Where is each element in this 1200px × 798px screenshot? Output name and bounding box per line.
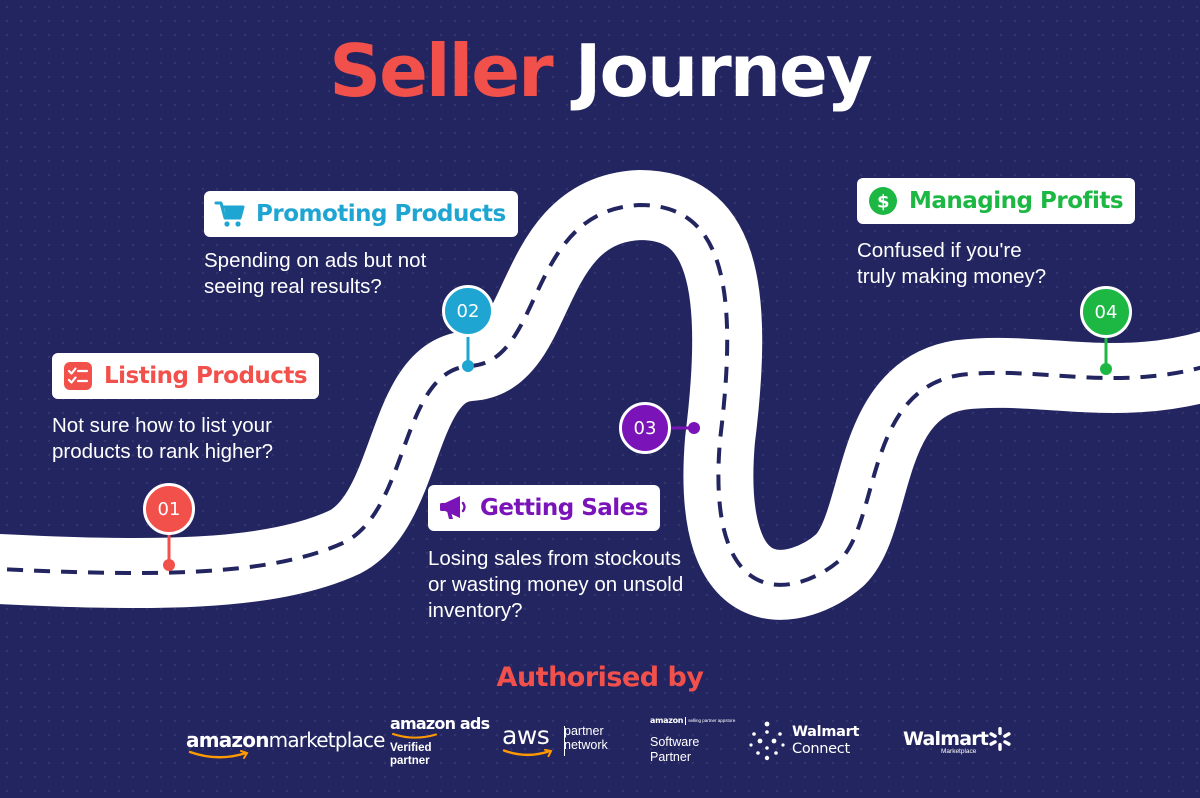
stage-03-desc-line-2: or wasting money on unsold <box>428 573 684 596</box>
walmart-marketplace-sub: Marketplace <box>941 748 977 755</box>
stage-02-label: Promoting Products <box>204 191 518 237</box>
stage-03-desc-line-3: inventory? <box>428 599 523 622</box>
amazon-marketplace-logo-text: marketplace <box>268 728 386 752</box>
stage-02-description: Spending on ads but not seeing real resu… <box>204 248 426 300</box>
stage-04-label: $ Managing Profits <box>857 178 1136 224</box>
amazon-smile-icon <box>188 750 249 759</box>
amazon-spn-tag: selling partner appstore <box>688 718 736 723</box>
walmart-connect-brand: Walmart <box>792 724 860 740</box>
stage-03-number: 03 <box>619 402 671 454</box>
aws-partner-network-logo: aws partner network <box>502 721 608 758</box>
checklist-icon <box>62 360 94 392</box>
stage-04-description: Confused if you're truly making money? <box>857 238 1046 290</box>
aws-logo-brand: aws <box>502 721 550 750</box>
amazon-marketplace-logo-brand: amazon <box>186 728 269 752</box>
pin-04-dot <box>1100 363 1112 375</box>
aws-smile-icon <box>502 749 553 758</box>
svg-text:$: $ <box>877 192 889 213</box>
stage-01-desc-line-1: Not sure how to list your <box>52 414 272 437</box>
stage-04-desc-line-2: truly making money? <box>857 265 1047 288</box>
amazon-spn-divider <box>685 716 687 725</box>
shopping-cart-icon <box>214 198 246 230</box>
stage-03-label: Getting Sales <box>428 485 660 531</box>
pin-02-dot <box>462 360 474 372</box>
walmart-marketplace-logo: Walmart Marketplace <box>903 727 1011 755</box>
aws-divider <box>564 726 567 756</box>
stage-01-label: Listing Products <box>52 353 320 399</box>
amazon-ads-logo: amazon ads Verified partner <box>390 714 490 768</box>
stage-03-desc-line-1: Losing sales from stockouts <box>428 547 681 570</box>
pin-01-dot <box>163 559 175 571</box>
walmart-connect-sub: Connect <box>792 741 850 757</box>
stage-02-desc-line-1: Spending on ads but not <box>204 249 427 272</box>
stage-04-desc-line-1: Confused if you're <box>857 239 1022 262</box>
stage-02-desc-line-2: seeing real results? <box>204 275 382 298</box>
walmart-spark-icon <box>989 727 1011 751</box>
aws-partner-text: partner <box>564 724 604 738</box>
title-part-2: Journey <box>574 29 873 113</box>
amazon-spn-software: Software <box>650 735 700 749</box>
stage-04-number: 04 <box>1080 286 1132 338</box>
stage-02-number: 02 <box>442 285 494 337</box>
stage-03-label-text: Getting Sales <box>480 495 648 521</box>
walmart-connect-text: Walmart Connect <box>792 724 859 758</box>
walmart-marketplace-brand: Walmart <box>903 728 989 750</box>
stage-01-desc-line-2: products to rank higher? <box>52 440 274 463</box>
walmart-connect-network-icon <box>749 721 785 761</box>
authorised-by-heading: Authorised by <box>496 662 704 693</box>
amazon-spn-partner: Partner <box>650 750 691 764</box>
title-part-1: Seller <box>329 29 553 113</box>
amazon-ads-partner: partner <box>390 755 430 767</box>
page-title: Seller Journey <box>0 26 1200 116</box>
amazon-marketplace-logo: amazonmarketplace <box>186 728 386 759</box>
stage-01-label-text: Listing Products <box>104 363 308 389</box>
megaphone-icon <box>438 492 470 524</box>
stage-04-label-text: Managing Profits <box>909 188 1124 214</box>
amazon-software-partner-logo: amazon selling partner appstore Software… <box>650 716 736 765</box>
road-center-dashes <box>0 202 1200 587</box>
stage-01-number: 01 <box>143 483 195 535</box>
amazon-ads-smile-icon <box>392 733 437 739</box>
amazon-spn-header: amazon selling partner appstore <box>650 716 736 725</box>
stage-03-description: Losing sales from stockouts or wasting m… <box>428 546 683 624</box>
amazon-ads-logo-brand: amazon ads <box>390 714 490 733</box>
aws-network-text: network <box>564 738 608 752</box>
pin-03-dot <box>688 422 700 434</box>
stage-01-description: Not sure how to list your products to ra… <box>52 413 273 465</box>
aws-partner-network-text: partner network <box>564 724 608 752</box>
amazon-ads-verified: Verified <box>390 742 432 754</box>
dollar-icon: $ <box>867 185 899 217</box>
amazon-spn-brand: amazon <box>650 716 684 725</box>
stage-02-label-text: Promoting Products <box>256 201 506 227</box>
